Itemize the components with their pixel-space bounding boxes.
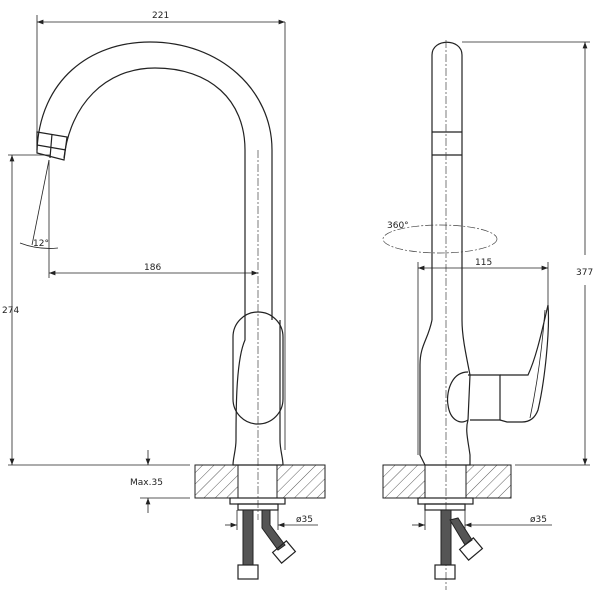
dim-377: 377	[576, 268, 593, 278]
dim-115: 115	[475, 258, 492, 268]
dim-221: 221	[152, 11, 169, 21]
supply-hoses	[237, 509, 297, 580]
dim-dia-35-front: ø35	[296, 515, 313, 525]
dim-274: 274	[2, 306, 19, 316]
side-dimensions: 377 115 ø35	[412, 41, 593, 530]
dim-186: 186	[144, 263, 161, 273]
dim-360-deg: 360°	[387, 221, 409, 231]
front-dimensions: 221 274 12° 186 Max.35 ø35	[2, 11, 318, 530]
side-countertop	[382, 464, 512, 580]
dim-max-35: Max.35	[130, 478, 163, 488]
front-view: 221 274 12° 186 Max.35 ø35	[2, 11, 326, 580]
swivel-ellipse	[382, 224, 498, 254]
spout	[36, 41, 273, 520]
side-body	[419, 304, 550, 466]
countertop	[194, 464, 326, 511]
body-and-handle	[232, 22, 286, 466]
side-view: 360° 377 115 ø35	[382, 40, 593, 590]
side-spout	[431, 40, 463, 590]
dim-dia-35-side: ø35	[530, 515, 547, 525]
dim-12-deg: 12°	[33, 239, 49, 249]
